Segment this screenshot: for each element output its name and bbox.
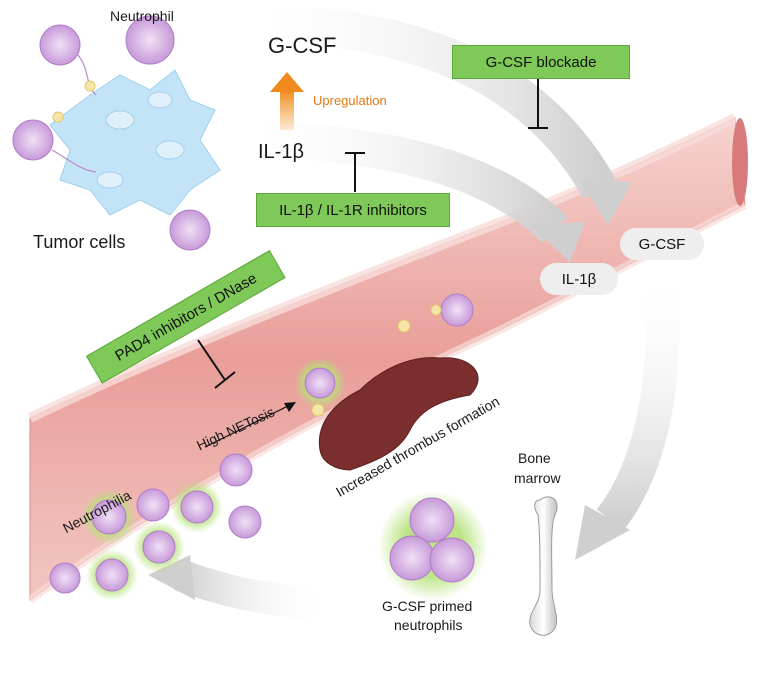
primed-label-2: neutrophils xyxy=(394,617,463,633)
il1b-vessel-pill: IL-1β xyxy=(540,263,618,295)
netosis-arrow xyxy=(204,402,296,448)
tumor-neutrophils xyxy=(12,15,211,251)
bone-marrow-label-2: marrow xyxy=(514,470,561,486)
tumor-cells-label: Tumor cells xyxy=(33,232,126,252)
vessel-neutrophils xyxy=(49,293,474,594)
upregulation-arrow xyxy=(270,72,304,130)
neutrophil-label: Neutrophil xyxy=(110,8,174,24)
gcsf-top-label: G-CSF xyxy=(268,33,337,58)
tumor-neutrophil-tails xyxy=(51,54,97,173)
gcsf-blockade-box: G-CSF blockade xyxy=(452,45,630,79)
gcsf-vessel-pill: G-CSF xyxy=(620,228,704,260)
bone-marrow-label-1: Bone xyxy=(518,450,551,466)
primed-label-1: G-CSF primed xyxy=(382,598,473,614)
inhibition-markers xyxy=(197,78,548,389)
cytokine-particles xyxy=(52,80,442,417)
tumor-cell-cluster xyxy=(49,69,221,216)
primed-neutrophil-cluster xyxy=(389,497,475,583)
thrombus xyxy=(318,357,479,471)
il1-inhibitors-box: IL-1β / IL-1R inhibitors xyxy=(256,193,450,227)
il1b-top-label: IL-1β xyxy=(258,141,304,163)
upregulation-label: Upregulation xyxy=(313,93,387,108)
bone xyxy=(529,496,558,636)
